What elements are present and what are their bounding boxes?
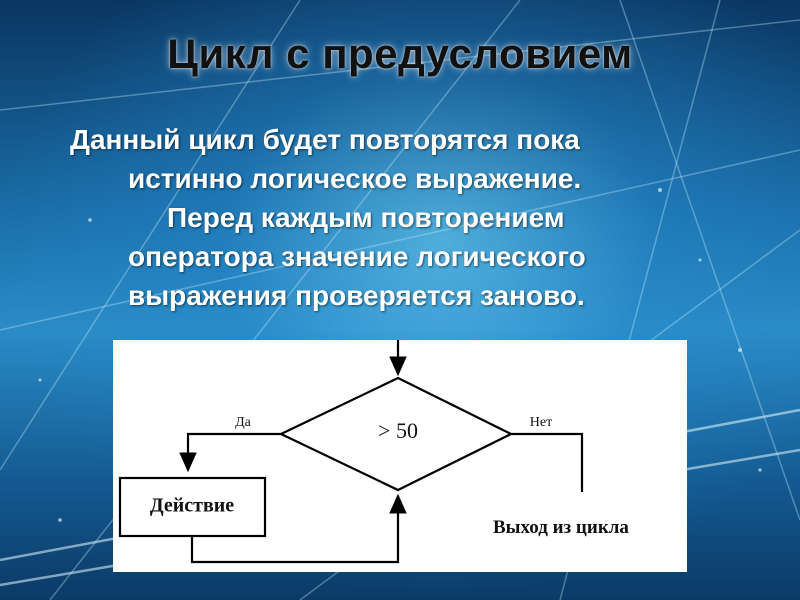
yes-branch-line (179, 432, 281, 473)
paragraph-line: Данный цикл будет повторятся пока (70, 124, 580, 155)
condition-label: > 50 (378, 418, 418, 443)
no-label: Нет (530, 415, 552, 430)
flowchart-panel: > 50 Да Действие Нет Выход из цикла (113, 340, 687, 572)
action-label: Действие (150, 495, 234, 517)
action-box (118, 476, 267, 538)
no-branch-line (511, 432, 584, 492)
paragraph-line: оператора значение логического (128, 241, 586, 272)
slide-paragraph: Данный цикл будет повторятся пока истинн… (70, 120, 750, 315)
paragraph-line: выражения проверяется заново. (128, 280, 585, 311)
loop-back-line (190, 493, 407, 564)
flowchart: > 50 Да Действие Нет Выход из цикла (118, 340, 629, 564)
paragraph-line: истинно логическое выражение. (128, 163, 582, 194)
decision-diamond (278, 376, 514, 492)
exit-label: Выход из цикла (493, 517, 629, 538)
slide-title: Цикл с предусловием (167, 30, 633, 77)
yes-label: Да (235, 415, 252, 430)
paragraph-line: Перед каждым повторением (167, 202, 565, 233)
